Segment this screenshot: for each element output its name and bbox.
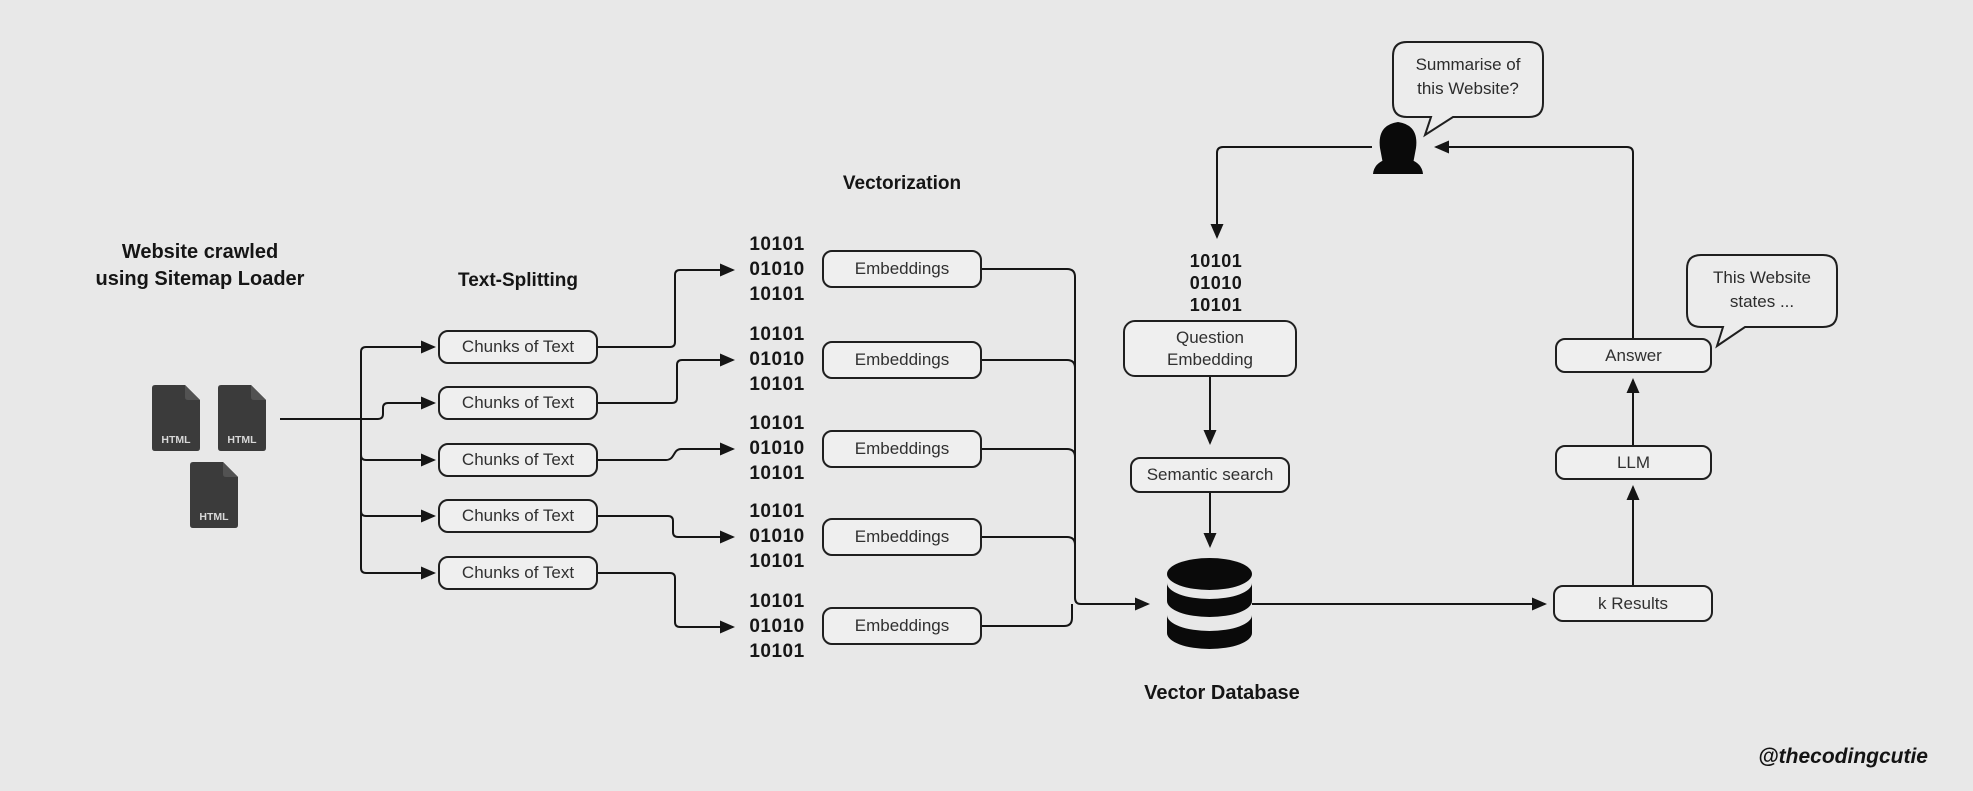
connector-answer-to-user (1434, 140, 1634, 338)
text-splitting-title: Text-Splitting (458, 270, 578, 291)
k-results-node: k Results (1553, 585, 1713, 622)
connector-embedding1-to-database (982, 268, 1150, 611)
chunk-of-text-node: Chunks of Text (438, 386, 598, 420)
chunk-of-text-node: Chunks of Text (438, 556, 598, 590)
connector-chunk2-to-vector2 (598, 353, 735, 404)
answer-node: Answer (1555, 338, 1712, 373)
html-file-icon: HTML (218, 385, 266, 451)
embeddings-node: Embeddings (822, 341, 982, 379)
connector-embedding2-join (982, 359, 1076, 369)
question-embedding-line1: Question (1175, 328, 1245, 348)
chunk-of-text-node: Chunks of Text (438, 443, 598, 477)
connector-chunk1-to-vector1 (598, 263, 735, 348)
connector-chunk3-to-vector3 (598, 442, 735, 461)
question-bubble-line1: Summarise of (1415, 55, 1521, 74)
html-file-label: HTML (227, 434, 257, 446)
html-file-icon: HTML (152, 385, 200, 451)
embeddings-node: Embeddings (822, 607, 982, 645)
embeddings-node: Embeddings (822, 518, 982, 556)
connector-files-to-chunk1 (360, 340, 436, 419)
answer-bubble (1686, 254, 1838, 349)
connector-files-to-chunk4 (360, 419, 436, 523)
vectorization-title: Vectorization (842, 173, 962, 194)
connector-embedding4-join (982, 536, 1076, 546)
crawl-title: Website crawled using Sitemap Loader (75, 239, 325, 293)
vector-database-title: Vector Database (1144, 682, 1300, 704)
question-bubble-line2: this Website? (1417, 79, 1519, 98)
connector-files-to-chunk5 (360, 419, 436, 580)
connector-chunk4-to-vector4 (598, 515, 735, 544)
embeddings-node: Embeddings (822, 250, 982, 288)
connector-embedding5-join (982, 604, 1073, 627)
connector-user-to-question-vector (1210, 146, 1372, 239)
html-file-icon: HTML (190, 462, 238, 528)
answer-bubble-text: This Website states ... (1687, 266, 1837, 314)
html-file-label: HTML (199, 511, 229, 523)
author-signature: @thecodingcutie (1758, 745, 1928, 768)
crawl-title-line1: Website crawled (121, 241, 279, 263)
question-embedding-line2: Embedding (1166, 349, 1253, 369)
question-bubble (1392, 41, 1544, 138)
chunk-of-text-node: Chunks of Text (438, 499, 598, 533)
connector-files-to-chunk3 (360, 419, 436, 467)
embeddings-node: Embeddings (822, 430, 982, 468)
question-embedding-node: Question Embedding (1123, 320, 1297, 377)
connector-chunk5-to-vector5 (598, 572, 735, 634)
chunk-of-text-node: Chunks of Text (438, 330, 598, 364)
database-icon (1167, 558, 1252, 649)
answer-bubble-line2: states ... (1729, 292, 1795, 311)
semantic-search-node: Semantic search (1130, 457, 1290, 493)
llm-node: LLM (1555, 445, 1712, 480)
crawl-title-line2: using Sitemap Loader (95, 268, 305, 290)
connector-embedding3-join (982, 448, 1076, 458)
answer-bubble-line1: This Website (1713, 268, 1811, 287)
connector-files-to-chunk2 (280, 396, 436, 420)
question-bubble-text: Summarise of this Website? (1393, 53, 1543, 101)
html-file-label: HTML (161, 434, 191, 446)
user-icon (1373, 122, 1423, 174)
